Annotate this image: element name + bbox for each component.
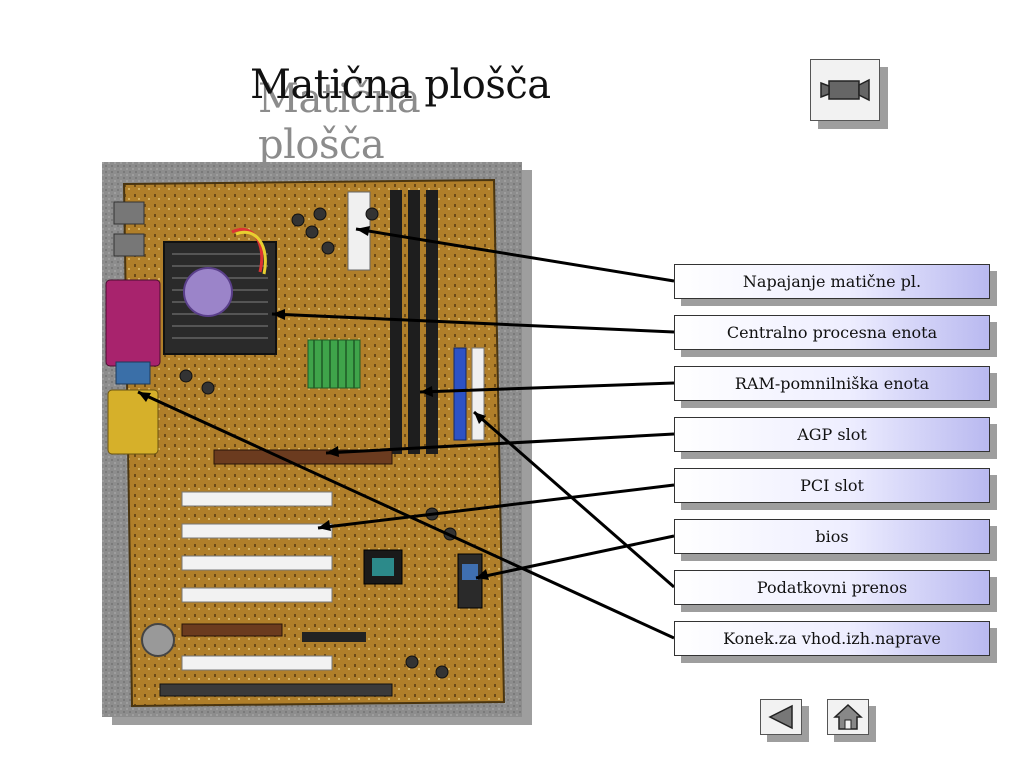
label-cpu[interactable]: Centralno procesna enota <box>674 315 990 350</box>
slide-title-shadow: Matična plošča <box>258 76 421 168</box>
home-icon <box>833 703 863 730</box>
video-button[interactable] <box>810 59 880 121</box>
slide-title-text: Matična plošča <box>250 62 551 108</box>
motherboard-image <box>102 162 522 717</box>
label-power[interactable]: Napajanje matične pl. <box>674 264 990 299</box>
slide-title: Matična plošča Matična plošča <box>250 62 551 168</box>
label-ide[interactable]: Podatkovni prenos <box>674 570 990 605</box>
movie-camera-icon <box>820 78 870 102</box>
label-io[interactable]: Konek.za vhod.izh.naprave <box>674 621 990 656</box>
label-agp[interactable]: AGP slot <box>674 417 990 452</box>
back-button[interactable] <box>760 699 802 735</box>
label-pci[interactable]: PCI slot <box>674 468 990 503</box>
label-ram[interactable]: RAM-pomnilniška enota <box>674 366 990 401</box>
home-button[interactable] <box>827 699 869 735</box>
label-bios[interactable]: bios <box>674 519 990 554</box>
back-arrow-icon <box>768 704 793 730</box>
